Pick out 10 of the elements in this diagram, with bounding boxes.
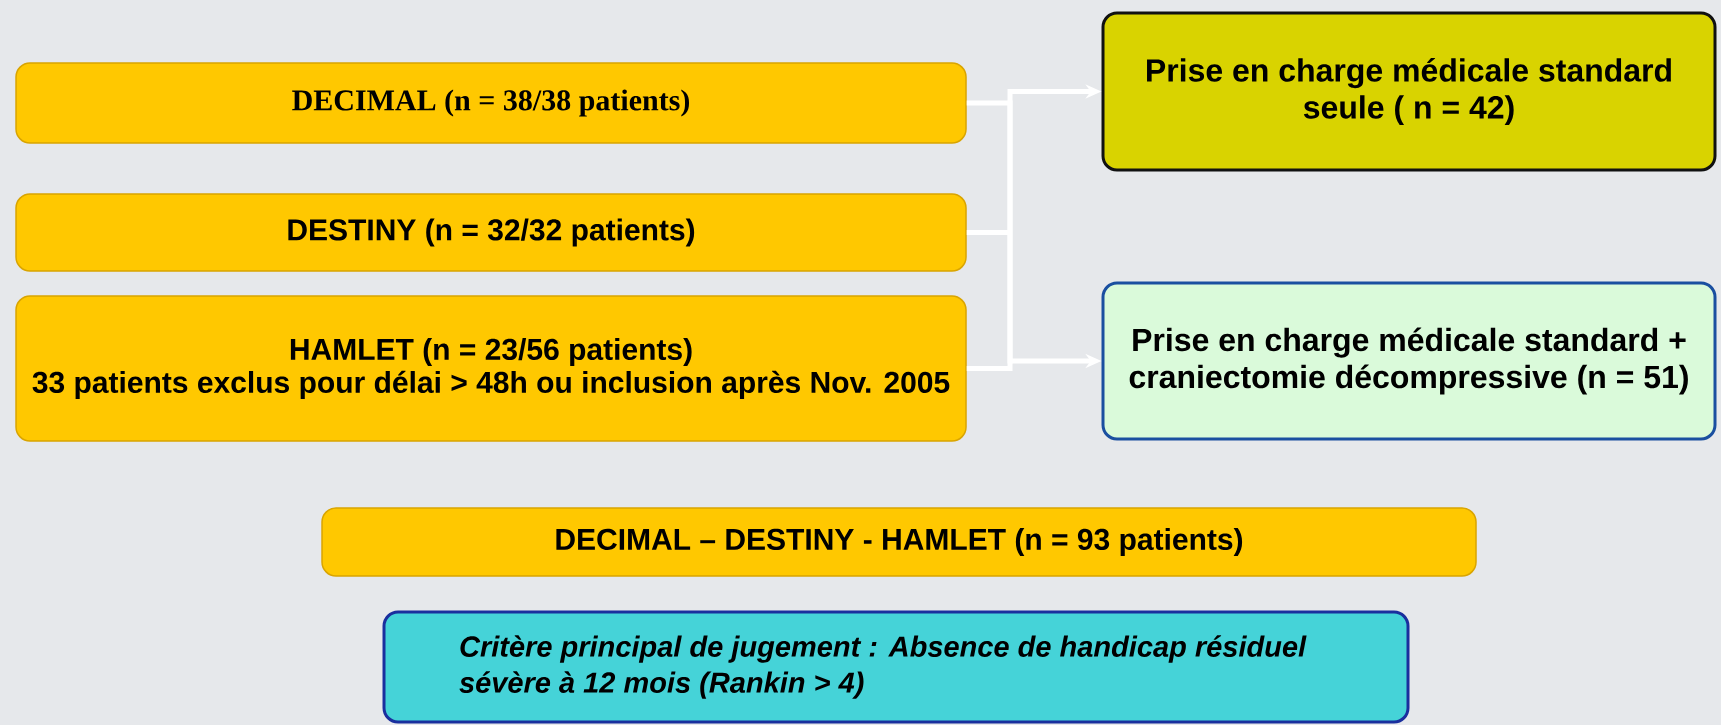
criterion-box: Critère principal de jugement : Absence de handicap résiduel sévère à 12 mois (Rankin > 4) [382, 610, 1410, 724]
connector-line [966, 100, 1010, 106]
connector-line [966, 366, 1010, 371]
pooled-box: DECIMAL – DESTINY - HAMLET (n = 93 patients) [321, 507, 1477, 577]
group-box: Prise en charge médicale standard + craniectomie décompressive (n = 51) [1101, 281, 1717, 441]
group-box: Prise en charge médicale standard seule ( n = 42) [1101, 11, 1717, 172]
trial-box: DESTINY (n = 32/32 patients) [15, 193, 967, 272]
trial-box: HAMLET (n = 23/56 patients) 33 patients exclus pour délai > 48h ou inclusion après Nov. 2005 [15, 295, 967, 442]
connector-line [966, 230, 1010, 235]
trial-box: DECIMAL (n = 38/38 patients) [15, 62, 967, 144]
